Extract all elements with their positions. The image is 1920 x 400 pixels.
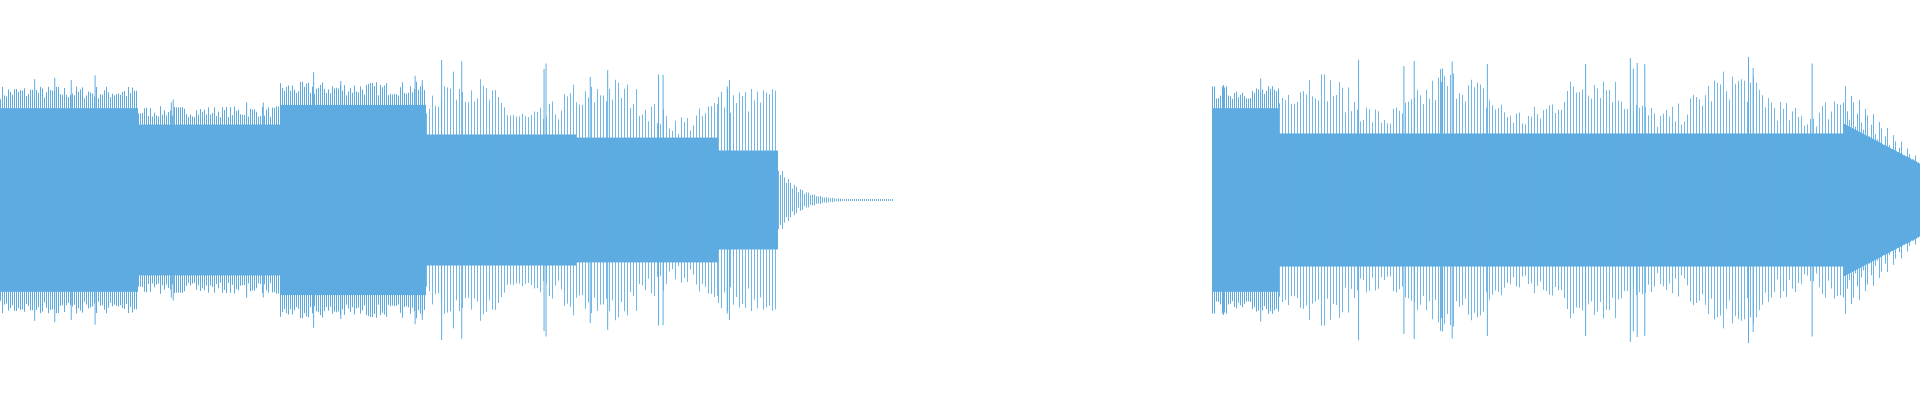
waveform-segment <box>1279 56 1843 344</box>
waveform-segment <box>576 70 718 330</box>
waveform-segment <box>426 59 576 341</box>
waveform-segment <box>280 72 426 328</box>
waveform-clip-2 <box>1212 56 1920 344</box>
waveform-segment <box>1212 78 1279 322</box>
waveform-clip-1 <box>0 59 893 341</box>
waveform-segment <box>778 170 893 230</box>
waveform-segment <box>138 99 280 301</box>
audio-clips <box>0 56 1920 344</box>
waveform-segment <box>718 79 778 321</box>
waveform-segment <box>1843 86 1920 314</box>
waveform-segment <box>0 75 138 325</box>
